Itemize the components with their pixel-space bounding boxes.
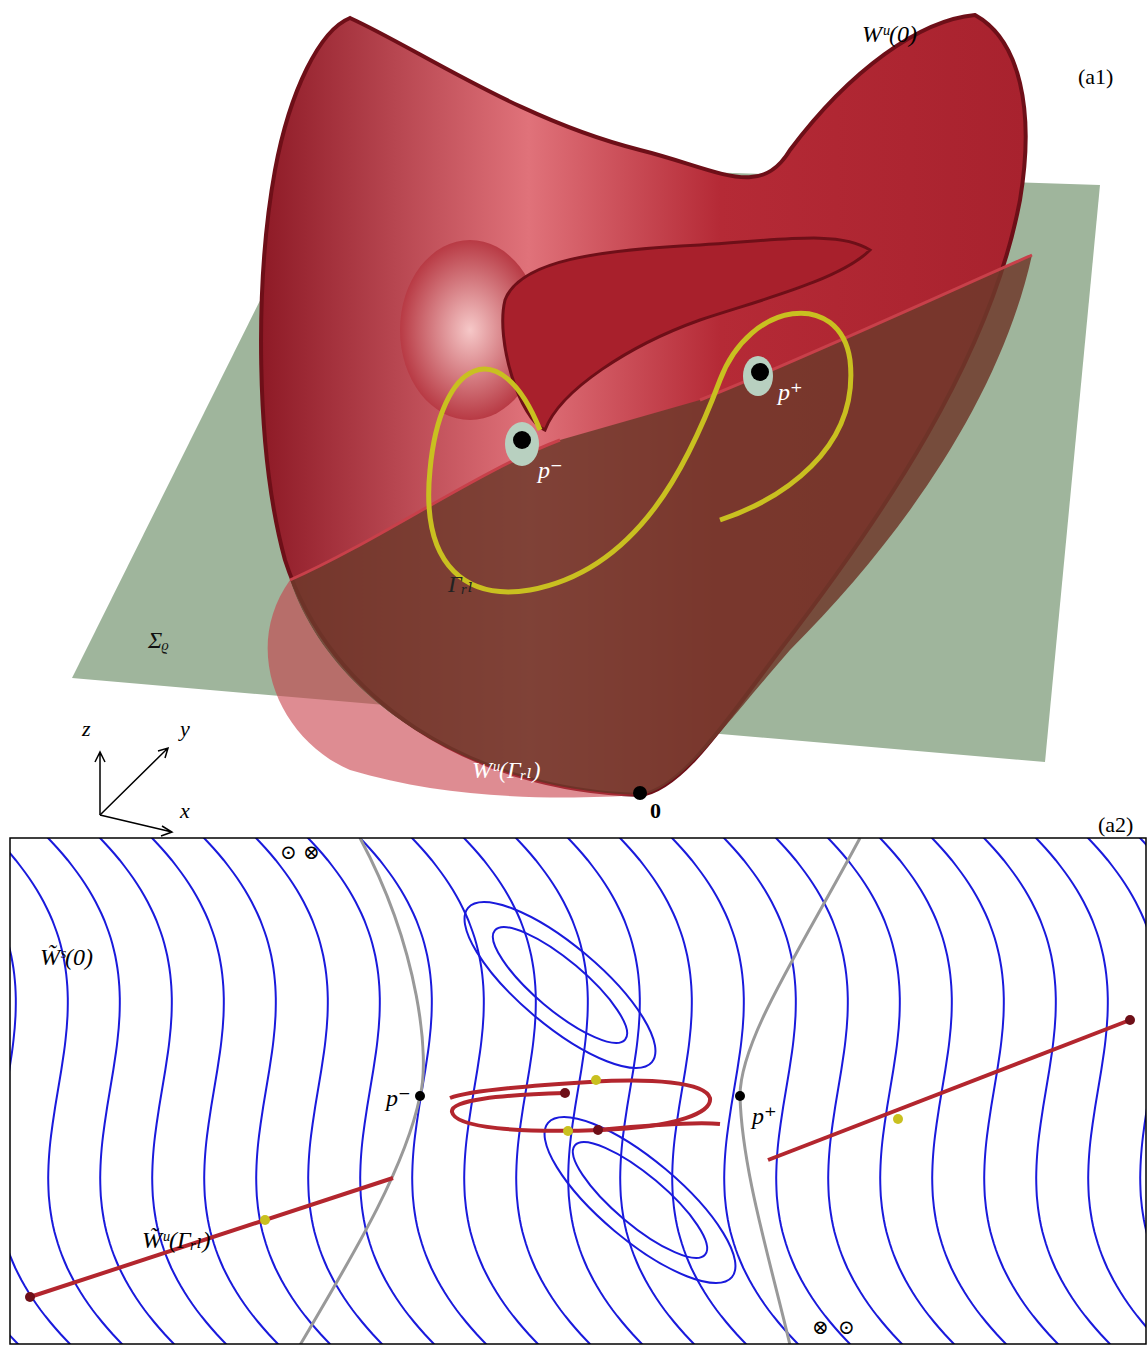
manifold-curve: [976, 838, 1112, 1344]
figure-label: W̃ᵘ(Γᵣₗ): [142, 1228, 210, 1252]
manifold-curve: [300, 838, 436, 1344]
figure-label: Γᵣₗ: [448, 572, 473, 596]
figure-label: y: [180, 718, 190, 740]
manifold-curve: [10, 838, 72, 1344]
manifold-curve: [664, 838, 800, 1344]
figure-label: Σᵨ: [148, 628, 169, 652]
manifold-curve: [508, 838, 644, 1344]
equilibrium-disc: [743, 356, 773, 396]
stable-manifold-loops: [442, 877, 757, 1308]
figure-label: ⊙: [838, 1317, 855, 1337]
manifold-curve: [768, 838, 904, 1344]
equilibrium-disc: [505, 422, 539, 466]
fold-curve: [740, 838, 860, 1344]
fold-curve: [300, 838, 423, 1344]
periodic-orbit: [429, 313, 851, 592]
manifold-curve: [716, 838, 852, 1344]
panel-frame: [10, 838, 1146, 1344]
figure-label: ⊗: [303, 842, 320, 862]
manifold-curve: [1132, 838, 1146, 1344]
surface-front: [268, 580, 640, 797]
manifold-points: [25, 1015, 1135, 1302]
manifold-curve: [248, 838, 384, 1344]
manifold-curve: [872, 838, 1008, 1344]
manifold-curve: [196, 838, 332, 1344]
manifold-curve: [1080, 838, 1146, 1344]
stable-manifold-curves: [10, 838, 1146, 1344]
surface-tube: [503, 238, 870, 430]
figure-label: p⁺: [752, 1104, 777, 1128]
figure-label: x: [180, 800, 190, 822]
manifold-curve: [1028, 838, 1146, 1344]
figure-label: (a1): [1078, 66, 1113, 88]
figure-label: p⁺: [778, 380, 803, 404]
unstable-manifold-curves: [30, 1020, 1130, 1297]
manifold-curve: [352, 838, 488, 1344]
figure-label: z: [82, 718, 91, 740]
manifold-curve: [612, 838, 748, 1344]
figure-label: p⁻: [386, 1086, 411, 1110]
axes: [95, 748, 172, 836]
manifold-curve: [560, 838, 696, 1344]
manifold-curve: [40, 838, 176, 1344]
figure-label: W̃ˢ(0): [40, 945, 93, 969]
figure-label: Wᵘ(Γᵣₗ): [472, 758, 540, 782]
origin-point: [633, 786, 647, 800]
figure-label: p⁻: [538, 458, 563, 482]
figure-label: ⊗: [812, 1317, 829, 1337]
equilibrium-point: [513, 431, 531, 449]
manifold-curve: [820, 838, 956, 1344]
manifold-curve: [10, 838, 124, 1344]
figure-label: Wᵘ(0): [862, 22, 917, 46]
equilibrium-point: [751, 363, 769, 381]
figure-label: ⊙: [280, 842, 297, 862]
figure-label: 0: [650, 800, 661, 822]
manifold-curve: [144, 838, 280, 1344]
figure-label: (a2): [1098, 814, 1133, 836]
